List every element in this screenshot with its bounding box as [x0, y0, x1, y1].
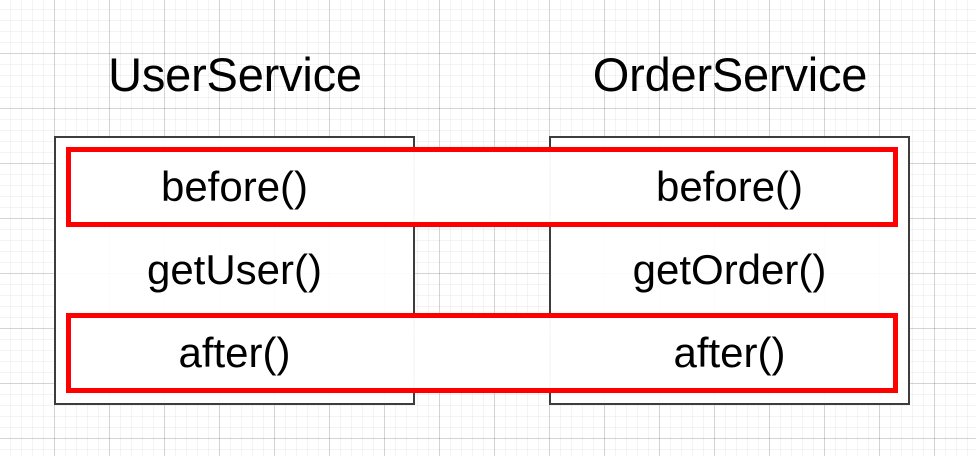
class-title-userservice: UserService [108, 48, 362, 101]
method-row-getuser[interactable]: getUser() [146, 246, 323, 293]
class-title-orderservice: OrderService [592, 48, 868, 101]
method-row-before-userservice[interactable]: before() [160, 163, 309, 210]
highlight-band-before[interactable]: before() before() [66, 147, 898, 227]
method-row-after-userservice[interactable]: after() [178, 329, 291, 376]
method-row-after-orderservice[interactable]: after() [673, 329, 786, 376]
highlight-band-after[interactable]: after() after() [66, 313, 898, 393]
method-row-before-orderservice[interactable]: before() [655, 163, 804, 210]
method-row-getorder[interactable]: getOrder() [632, 246, 827, 293]
